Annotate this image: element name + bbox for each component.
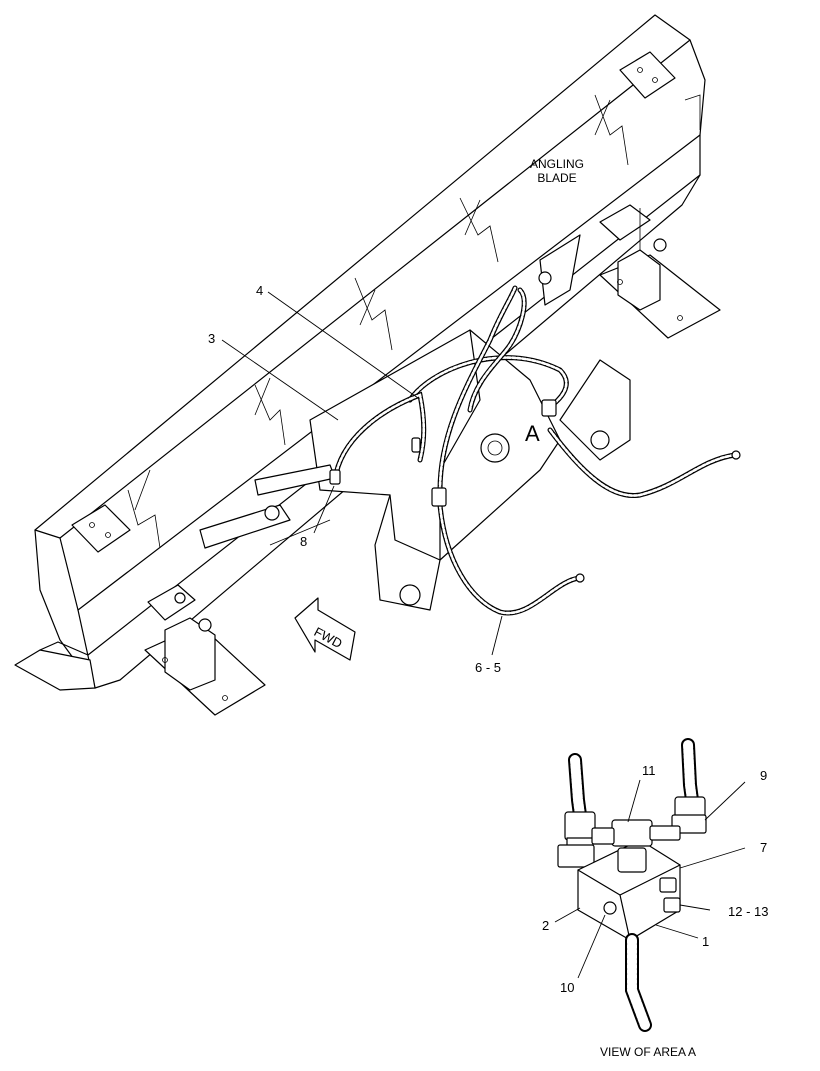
view-caption: VIEW OF AREA A (600, 1045, 696, 1059)
fwd-arrow: FWD (294, 597, 356, 661)
callout-11: 11 (642, 763, 656, 778)
main-callouts: 4 3 8 6 - 5 (208, 283, 503, 675)
angling-blade-label-line2: BLADE (537, 171, 576, 185)
callout-4: 4 (256, 283, 263, 298)
callout-8: 8 (300, 534, 307, 549)
callout-2: 2 (542, 918, 549, 933)
angling-blade-label-line1: ANGLING (530, 157, 584, 171)
angling-blade (14, 14, 706, 691)
callout-1: 1 (702, 934, 709, 949)
callout-7: 7 (760, 840, 767, 855)
callout-9: 9 (760, 768, 767, 783)
callout-3: 3 (208, 331, 215, 346)
right-trunnion-mount (599, 204, 721, 339)
callout-12-13: 12 - 13 (728, 904, 768, 919)
callout-6-5: 6 - 5 (475, 660, 501, 675)
callout-10: 10 (560, 980, 574, 995)
c-frame (199, 234, 631, 611)
area-a-label: A (525, 421, 540, 446)
hydraulic-hoses (329, 285, 741, 616)
detail-callouts: 11 9 7 12 - 13 1 2 10 (542, 763, 768, 995)
left-trunnion-mount (144, 584, 266, 716)
area-a-detail-view (557, 738, 707, 1032)
